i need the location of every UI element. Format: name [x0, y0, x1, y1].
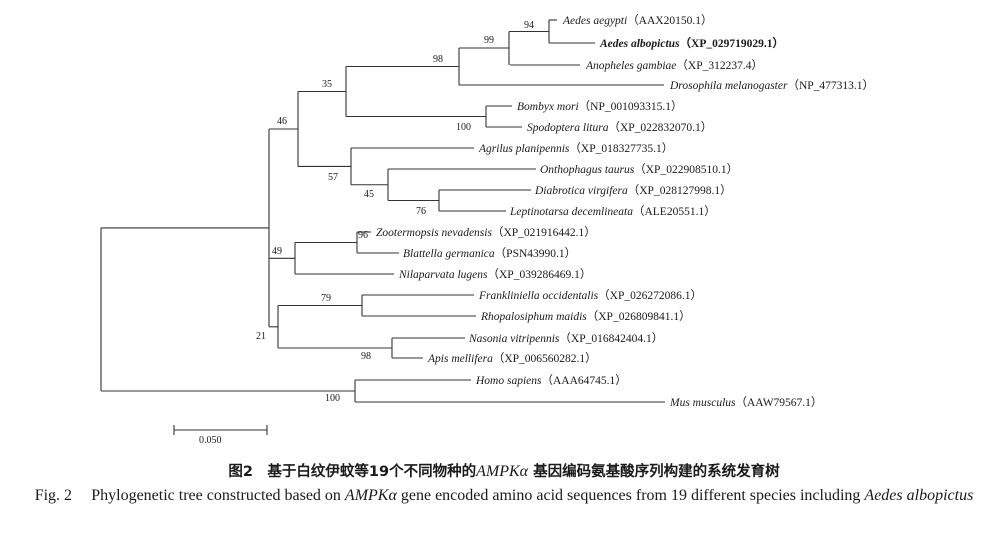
accession-number: （XP_029719029.1） [680, 36, 784, 50]
support-value: 100 [325, 393, 340, 404]
support-value: 76 [416, 206, 426, 217]
species-name: Drosophila melanogaster [669, 80, 788, 92]
species-name: Diabrotica virgifera [534, 185, 628, 197]
species-name: Leptinotarsa decemlineata [509, 206, 633, 218]
support-value: 96 [358, 230, 368, 241]
support-values: 94 99 98 35 100 46 57 45 76 96 49 79 21 … [256, 20, 534, 404]
scale-bar: 0.050 [173, 425, 268, 446]
accession-number: （XP_018327735.1） [569, 142, 673, 155]
accession-number: （XP_026809841.1） [587, 310, 691, 323]
leaf-label: Nasonia vitripennis（XP_016842404.1） [468, 332, 663, 345]
species-name: Nilaparvata lugens [398, 269, 488, 281]
accession-number: （XP_039286469.1） [488, 268, 592, 281]
leaf-label: Homo sapiens（AAA64745.1） [475, 374, 627, 387]
species-name: Rhopalosiphum maidis [480, 311, 587, 323]
leaf-label: Drosophila melanogaster（NP_477313.1） [669, 79, 874, 92]
caption-en-text-1: Phylogenetic tree constructed based on [91, 487, 341, 504]
species-name: Agrilus planipennis [478, 143, 570, 155]
species-name: Spodoptera litura [527, 122, 609, 134]
leaf-label: Onthophagus taurus（XP_022908510.1） [540, 163, 738, 176]
accession-number: （XP_016842404.1） [559, 332, 663, 345]
leaf-label: Diabrotica virgifera（XP_028127998.1） [534, 184, 732, 197]
figure-caption-chinese: 图2 基于白纹伊蚊等19个不同物种的AMPKα 基因编码氨基酸序列构建的系统发育… [0, 460, 1008, 481]
support-value: 98 [361, 351, 371, 362]
figure-caption-english: Fig. 2 Phylogenetic tree constructed base… [0, 485, 1008, 507]
accession-number: （PSN43990.1） [495, 247, 576, 260]
leaf-label: Frankliniella occidentalis（XP_026272086.… [478, 289, 702, 302]
leaf-label: Anopheles gambiae（XP_312237.4） [585, 59, 763, 72]
accession-number: （AAA64745.1） [542, 374, 627, 387]
accession-number: （NP_001093315.1） [579, 100, 683, 113]
support-value: 79 [321, 293, 331, 304]
caption-en-text-2: gene encoded amino acid sequences from 1… [400, 487, 861, 504]
scale-bar-label: 0.050 [199, 435, 222, 446]
leaf-label: Agrilus planipennis（XP_018327735.1） [478, 142, 673, 155]
support-value: 49 [272, 246, 282, 257]
species-name: Nasonia vitripennis [468, 333, 560, 345]
leaf-label: Mus musculus（AAW79567.1） [669, 396, 822, 409]
leaf-label: Zootermopsis nevadensis（XP_021916442.1） [376, 226, 596, 239]
caption-zh-suffix: 基因编码氨基酸序列构建的系统发育树 [533, 464, 780, 480]
species-name: Apis mellifera [427, 353, 493, 365]
leaf-label: Blattella germanica（PSN43990.1） [403, 247, 576, 260]
accession-number: （AAW79567.1） [736, 396, 823, 409]
accession-number: （XP_028127998.1） [628, 184, 732, 197]
support-value: 57 [328, 172, 338, 183]
leaf-label: Apis mellifera（XP_006560282.1） [427, 352, 597, 365]
support-value: 99 [484, 35, 494, 46]
leaf-label: Leptinotarsa decemlineata（ALE20551.1） [509, 205, 716, 218]
caption-zh-prefix: 图2 基于白纹伊蚊等19个不同物种的 [228, 464, 477, 480]
accession-number: （XP_312237.4） [676, 59, 763, 72]
species-name: Mus musculus [669, 397, 736, 409]
accession-number: （AAX20150.1） [627, 14, 712, 27]
caption-en-gene: AMPKα [344, 487, 397, 504]
leaf-label: Aedes aegypti（AAX20150.1） [562, 14, 712, 27]
support-value: 100 [456, 122, 471, 133]
phylogenetic-tree: Aedes aegypti（AAX20150.1） Aedes albopictu… [100, 14, 874, 446]
species-name: Onthophagus taurus [540, 164, 635, 176]
support-value: 21 [256, 331, 266, 342]
support-value: 35 [322, 79, 332, 90]
accession-number: （XP_006560282.1） [493, 352, 597, 365]
accession-number: （XP_022832070.1） [608, 121, 712, 134]
species-name: Bombyx mori [517, 101, 579, 113]
caption-en-species: Aedes albopictus [864, 487, 974, 504]
support-value: 45 [364, 189, 374, 200]
support-value: 98 [433, 54, 443, 65]
leaf-label: Rhopalosiphum maidis（XP_026809841.1） [480, 310, 691, 323]
species-name: Homo sapiens [475, 375, 542, 387]
species-name: Aedes albopictus [599, 38, 680, 50]
caption-en-label: Fig. 2 [34, 487, 73, 504]
leaf-label: Bombyx mori（NP_001093315.1） [517, 100, 682, 113]
support-value: 94 [524, 20, 534, 31]
leaf-label: Spodoptera litura（XP_022832070.1） [527, 121, 712, 134]
species-name: Anopheles gambiae [585, 60, 676, 72]
accession-number: （XP_026272086.1） [598, 289, 702, 302]
leaf-label: Nilaparvata lugens（XP_039286469.1） [398, 268, 591, 281]
accession-number: （XP_021916442.1） [492, 226, 596, 239]
species-name: Frankliniella occidentalis [478, 290, 599, 302]
leaf-labels: Aedes aegypti（AAX20150.1） Aedes albopictu… [376, 14, 874, 409]
tree-branches [100, 19, 665, 403]
accession-number: （XP_022908510.1） [634, 163, 738, 176]
accession-number: （NP_477313.1） [787, 79, 874, 92]
leaf-label: Aedes albopictus（XP_029719029.1） [599, 36, 784, 50]
accession-number: （ALE20551.1） [633, 205, 716, 218]
species-name: Blattella germanica [403, 248, 495, 260]
species-name: Zootermopsis nevadensis [376, 227, 492, 239]
species-name: Aedes aegypti [562, 15, 627, 27]
support-value: 46 [277, 116, 287, 127]
caption-zh-gene: AMPKα [476, 463, 529, 480]
